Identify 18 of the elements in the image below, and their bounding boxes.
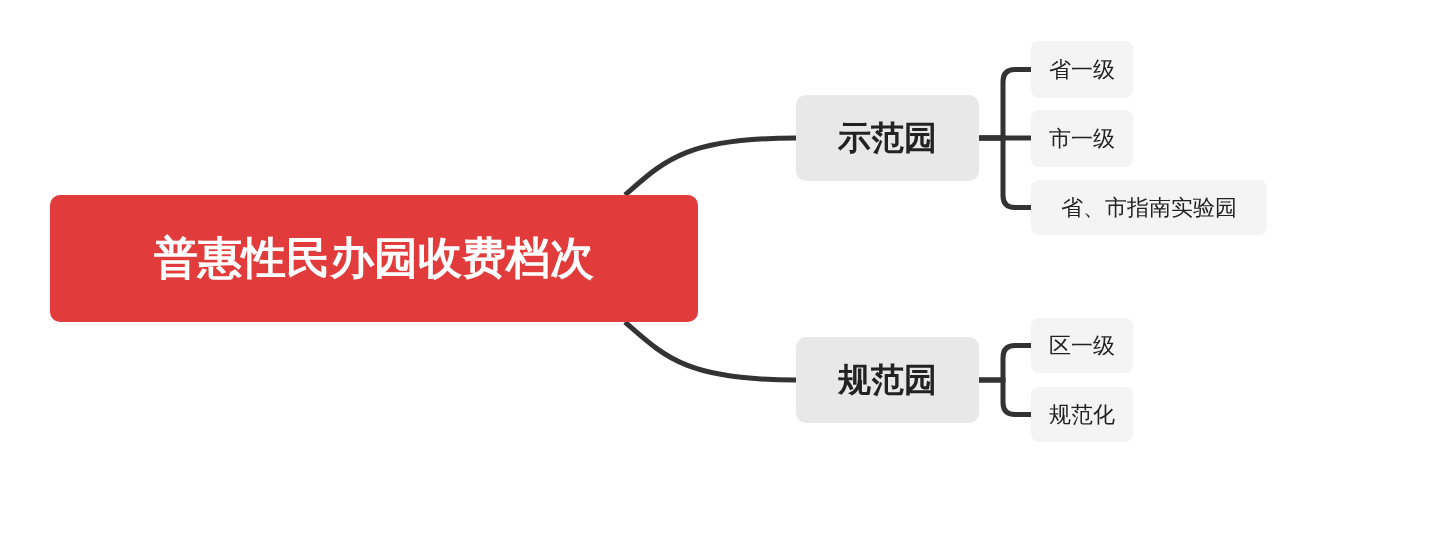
node-label: 规范化 bbox=[1049, 400, 1115, 429]
node-label: 省一级 bbox=[1049, 55, 1115, 84]
node-label: 规范园 bbox=[838, 358, 937, 401]
leaf-box bbox=[1031, 387, 1133, 442]
branch-box bbox=[796, 337, 979, 423]
node-label: 市一级 bbox=[1049, 124, 1115, 153]
leaf-box bbox=[1031, 41, 1133, 98]
leaf-box bbox=[1031, 110, 1133, 167]
topic-box bbox=[50, 195, 698, 322]
leaf-box bbox=[1031, 318, 1133, 373]
connector-line bbox=[623, 320, 797, 383]
branch-box bbox=[796, 95, 979, 181]
node-label: 省、市指南实验园 bbox=[1061, 193, 1237, 222]
node-label: 示范园 bbox=[838, 116, 937, 159]
node-label: 区一级 bbox=[1049, 331, 1115, 360]
node-label: 普惠性民办园收费档次 bbox=[154, 231, 594, 285]
leaf-box bbox=[1031, 180, 1267, 235]
connector-line bbox=[623, 135, 797, 197]
